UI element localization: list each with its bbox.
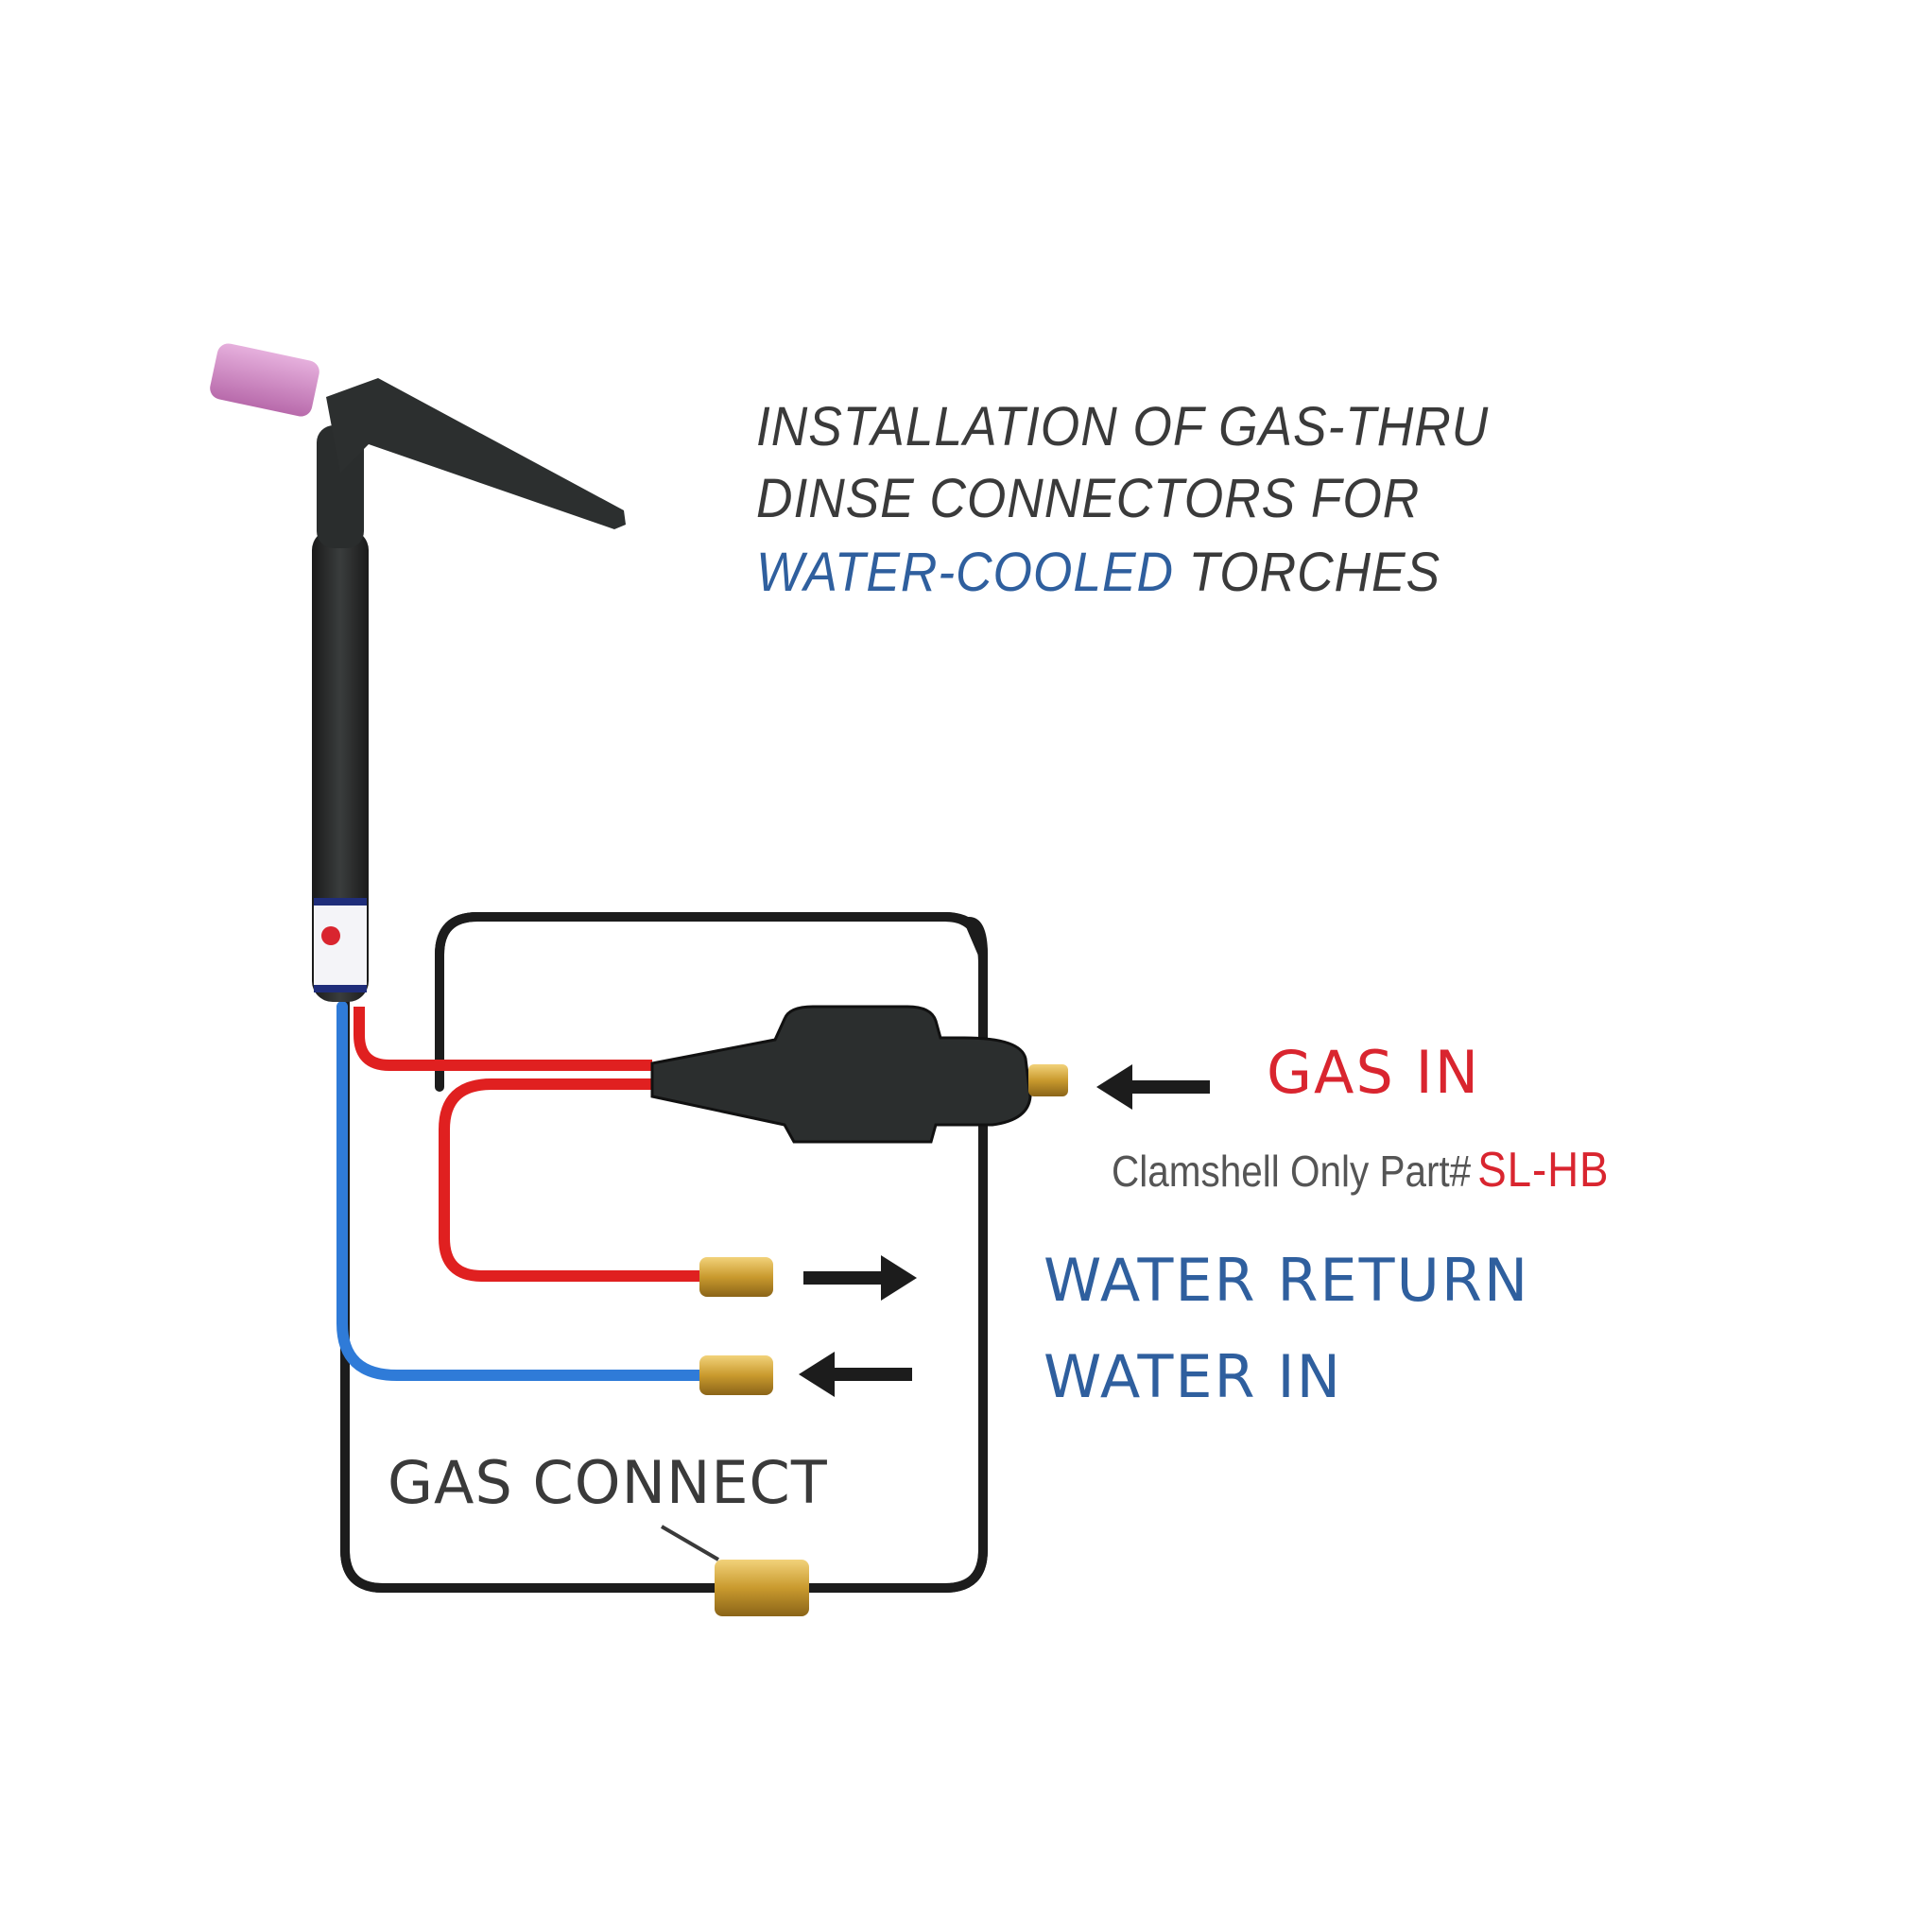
water-in-label: WATER IN <box>1044 1342 1343 1411</box>
handle-logo-icon <box>321 926 340 945</box>
gas-connect-fitting <box>715 1560 809 1616</box>
water-in-fitting <box>699 1355 773 1395</box>
clamshell-prefix: Clamshell Only Part# <box>1112 1147 1472 1196</box>
water-return-arrow-icon <box>803 1255 917 1301</box>
gas-connect-label: GAS CONNECT <box>388 1448 828 1517</box>
black-gas-hose-top <box>435 912 988 1059</box>
water-in-arrow-icon <box>799 1352 912 1397</box>
water-return-label: WATER RETURN <box>1044 1246 1530 1315</box>
title-line-1: INSTALLATION OF GAS-THRU <box>756 396 1490 457</box>
handle-label-band <box>314 898 367 992</box>
clamshell-part-number: SL-HB <box>1477 1143 1610 1198</box>
red-power-hose-2 <box>439 1078 704 1282</box>
title-line-3-rest: TORCHES <box>1173 542 1441 603</box>
black-gas-hose-bottom <box>340 1002 988 1593</box>
red-power-hose <box>354 1007 652 1071</box>
gas-in-label: GAS IN <box>1267 1038 1481 1107</box>
water-return-fitting <box>699 1257 773 1297</box>
title-line-2: DINSE CONNECTORS FOR <box>756 468 1421 529</box>
blue-water-hose <box>336 1001 710 1381</box>
ceramic-cup <box>210 343 319 417</box>
torch-handle <box>312 529 369 1002</box>
gas-connect-leader <box>660 1525 720 1561</box>
dinse-connector <box>650 1005 1032 1144</box>
torch-head <box>326 378 626 529</box>
title-highlight: WATER-COOLED <box>756 542 1174 603</box>
gas-in-arrow-icon <box>1096 1064 1210 1110</box>
dinse-brass-tip <box>1028 1064 1068 1096</box>
title-line-3: WATER-COOLED TORCHES <box>756 541 1440 604</box>
clamshell-label: Clamshell Only Part#SL-HB <box>1112 1142 1609 1199</box>
